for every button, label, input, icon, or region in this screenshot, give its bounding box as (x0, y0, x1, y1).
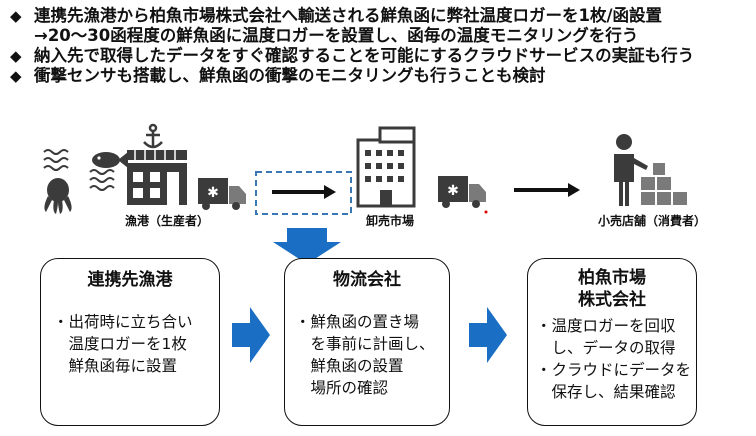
box-body: ・出荷時に立ち合い 温度ロガーを1枚 鮮魚函毎に設置 (53, 313, 193, 375)
refrigerated-truck-icon: ✱ (198, 178, 246, 210)
worker-with-boxes-icon (614, 134, 687, 206)
right-arrow-icon (232, 307, 270, 363)
box-body: ・温度ロガーを回収 し、データの取得 ・クラウドにデータを 保存し、結果確認 (536, 317, 692, 401)
bullet-item: ◆ 納入先で取得したデータをすぐ確認することを可能にするクラウドサービスの実証も… (6, 46, 750, 66)
down-arrow-icon (273, 228, 341, 264)
diamond-bullet-icon: ◆ (10, 7, 22, 25)
svg-text:✱: ✱ (447, 183, 459, 199)
anchor-icon (143, 123, 163, 149)
arrow-icon (272, 185, 336, 199)
diamond-bullet-icon: ◆ (10, 47, 22, 65)
box-title: 柏魚市場 株式会社 (578, 268, 646, 310)
refrigerated-truck-icon: ✱ (438, 176, 486, 208)
bullet-list: ◆ 連携先漁港から柏魚市場株式会社へ輸送される鮮魚函に弊社温度ロガーを1枚/函設… (6, 6, 750, 86)
box-title: 連携先漁港 (87, 270, 173, 290)
bullet-text: 連携先漁港から柏魚市場株式会社へ輸送される鮮魚函に弊社温度ロガーを1枚/函設置 (34, 6, 663, 25)
wholesale-label: 卸売市場 (366, 214, 415, 228)
bullet-item: ◆ 連携先漁港から柏魚市場株式会社へ輸送される鮮魚函に弊社温度ロガーを1枚/函設… (6, 6, 750, 26)
bullet-item: ◆ 衝撃センサも搭載し、鮮魚函の衝撃のモニタリングも行うことも検討 (6, 66, 750, 86)
bullet-text: 衝撃センサも搭載し、鮮魚函の衝撃のモニタリングも行うことも検討 (34, 66, 546, 85)
port-label: 漁港（生産者） (125, 214, 210, 228)
dashed-highlight-box (255, 171, 352, 215)
red-dot (484, 210, 488, 214)
fish-market-company-box: 柏魚市場 株式会社 ・温度ロガーを回収 し、データの取得 ・クラウドにデータを … (527, 258, 697, 426)
waves-icon (43, 149, 115, 191)
bullet-text: 納入先で取得したデータをすぐ確認することを可能にするクラウドサービスの実証も行う (34, 46, 695, 65)
right-arrow-icon (469, 307, 507, 363)
fishing-port-box: 連携先漁港 ・出荷時に立ち合い 温度ロガーを1枚 鮮魚函毎に設置 (40, 258, 220, 426)
wholesale-building-icon (356, 126, 416, 208)
fish-market-building-icon (127, 150, 187, 205)
diamond-bullet-icon: ◆ (10, 67, 22, 85)
box-body: ・鮮魚函の置き場 を事前に計画し、 鮮魚函の設置 場所の確認 (295, 313, 435, 397)
logistics-company-box: 物流会社 ・鮮魚函の置き場 を事前に計画し、 鮮魚函の設置 場所の確認 (284, 258, 450, 426)
fish-icon (92, 152, 128, 168)
bullet-text: →20～30函程度の鮮魚函に温度ロガーを設置し、函毎の温度モニタリングを行う (34, 26, 639, 45)
arrow-icon (514, 183, 580, 197)
box-title: 物流会社 (333, 270, 401, 290)
bullet-item: →20～30函程度の鮮魚函に温度ロガーを設置し、函毎の温度モニタリングを行う (6, 26, 750, 46)
retail-label: 小売店舗（消費者） (598, 214, 707, 228)
svg-text:✱: ✱ (207, 185, 219, 201)
octopus-icon (44, 178, 72, 214)
